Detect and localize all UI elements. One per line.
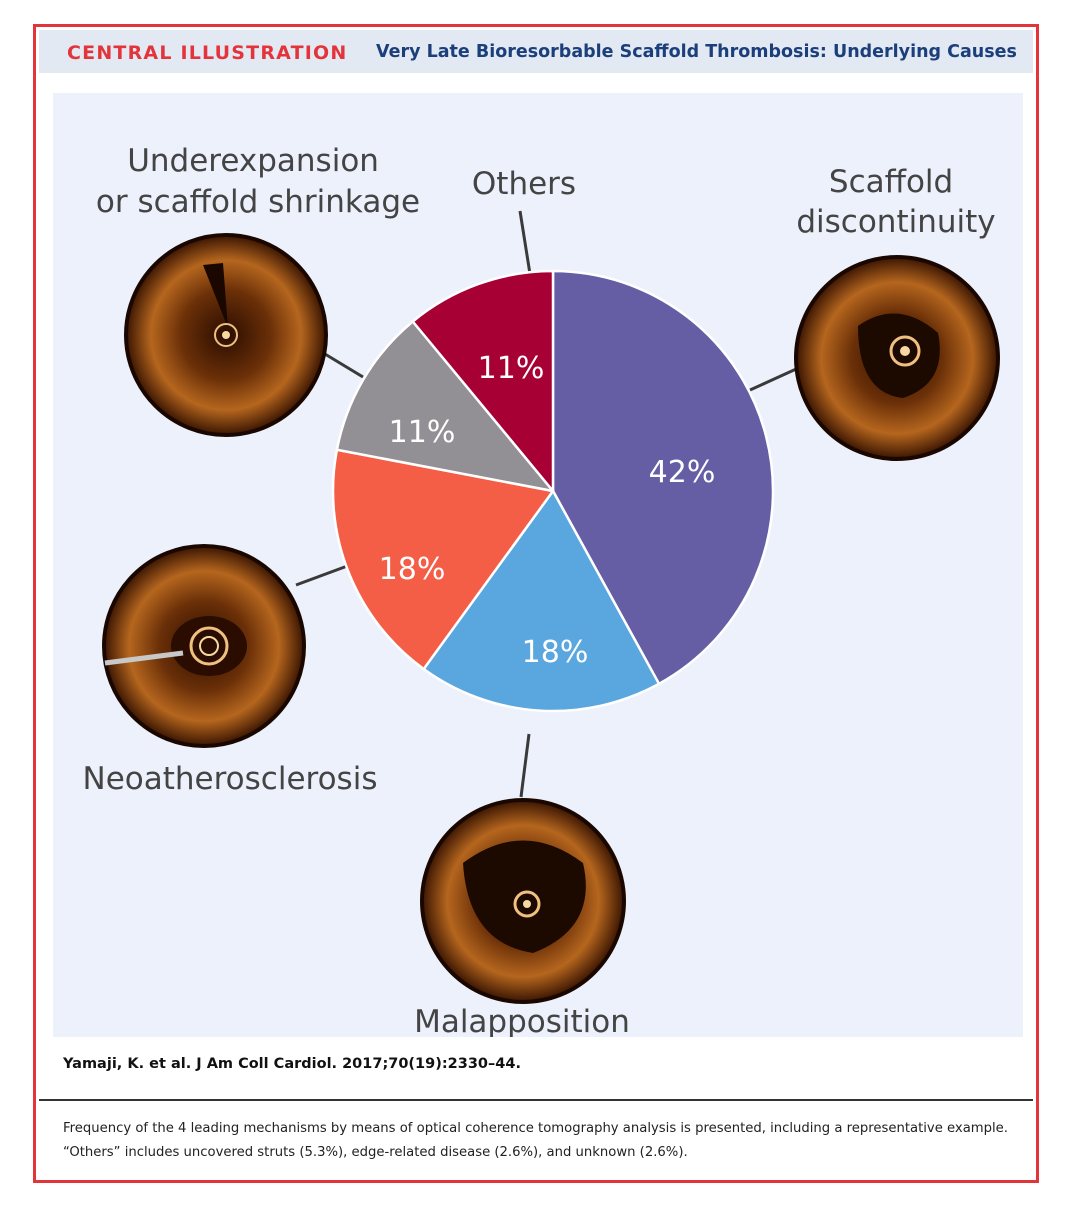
- chart-panel: 42% 18% 18% 11% 11%: [53, 93, 1023, 1037]
- oct-image-scaffold-discontinuity: [794, 255, 1000, 461]
- slice-label-others: 11%: [478, 351, 545, 386]
- callout-line-neo: [295, 563, 351, 587]
- category-label-underexpansion: Underexpansion or scaffold shrinkage: [96, 143, 420, 220]
- caption-line-1: Frequency of the 4 leading mechanisms by…: [63, 1121, 1008, 1136]
- oct-image-underexpansion: [124, 233, 328, 437]
- category-label-underexpansion-line2: or scaffold shrinkage: [96, 184, 420, 220]
- divider: [39, 1099, 1033, 1101]
- pie-slice-neo: [331, 448, 555, 671]
- pie-chart: 42% 18% 18% 11% 11%: [83, 143, 1000, 1037]
- callout-line-others: [518, 210, 532, 275]
- slice-label-scaffold: 42%: [649, 455, 716, 490]
- callout-line-malapposition: [519, 733, 531, 798]
- slice-label-malapposition: 18%: [522, 635, 589, 670]
- oct-image-neoatherosclerosis: [102, 544, 306, 748]
- oct-image-malapposition: [420, 798, 626, 1004]
- slice-label-neo: 18%: [379, 552, 446, 587]
- category-label-others: Others: [472, 166, 576, 202]
- category-label-underexpansion-line1: Underexpansion: [127, 143, 379, 179]
- category-label-scaffold-line2: discontinuity: [796, 204, 995, 240]
- category-label-neo: Neoatherosclerosis: [83, 761, 378, 797]
- pie-slice-scaffold: [551, 269, 775, 686]
- pie-slices: [331, 269, 775, 713]
- category-label-scaffold: Scaffold discontinuity: [796, 164, 995, 240]
- slice-label-underexpansion: 11%: [389, 415, 456, 450]
- pie-slice-malapposition: [422, 489, 661, 713]
- pie-slice-others: [411, 269, 555, 493]
- figure-caption: Frequency of the 4 leading mechanisms by…: [63, 1117, 1023, 1165]
- pie-slice-underexpansion: [335, 320, 555, 493]
- header-label: CENTRAL ILLUSTRATION: [67, 42, 348, 64]
- header-bar: CENTRAL ILLUSTRATION Very Late Bioresorb…: [39, 30, 1033, 73]
- category-label-scaffold-line1: Scaffold: [829, 164, 953, 200]
- citation: Yamaji, K. et al. J Am Coll Cardiol. 201…: [63, 1056, 521, 1072]
- illustration-frame: CENTRAL ILLUSTRATION Very Late Bioresorb…: [33, 24, 1039, 1183]
- header-title: Very Late Bioresorbable Scaffold Thrombo…: [376, 42, 1017, 62]
- caption-line-2: “Others” includes uncovered struts (5.3%…: [63, 1145, 688, 1160]
- category-label-malapposition: Malapposition: [414, 1004, 630, 1037]
